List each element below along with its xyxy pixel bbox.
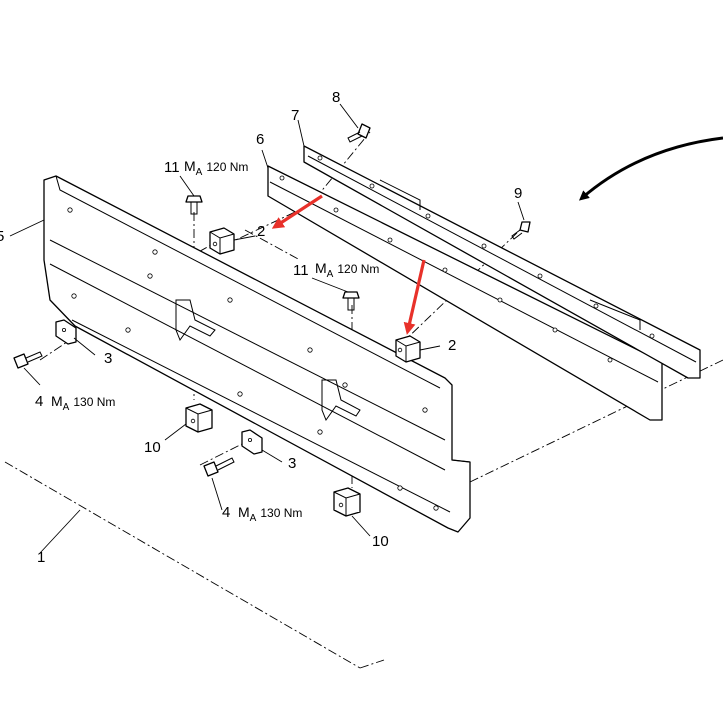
callout-3-right: 3 [288, 455, 296, 472]
callout-5: 5 [0, 228, 4, 245]
bolt-part-4-left [13, 351, 43, 369]
leader-lines [9, 103, 525, 537]
callout-1: 1 [37, 549, 45, 566]
red-arrow-icon [271, 194, 323, 229]
base-frame-outline [4, 359, 723, 669]
rear-strip-part-6 [267, 165, 663, 421]
curved-arrow-icon [578, 136, 723, 201]
callout-2-lower: 2 [448, 337, 456, 354]
callout-8: 8 [332, 89, 340, 106]
callout-10-left: 10 [144, 439, 161, 456]
main-panel-part-5 [43, 175, 471, 533]
callout-11-right: 11 [293, 262, 309, 279]
callout-6: 6 [256, 131, 264, 148]
screw-part-9 [511, 221, 531, 240]
bolt-part-11-right [342, 291, 360, 311]
screw-part-8 [347, 123, 371, 143]
spacer-block-part-10-right [333, 487, 361, 517]
callout-2-upper: 2 [257, 223, 265, 240]
callout-11-left: 11 [164, 159, 180, 176]
clamp-block-part-2-upper [209, 227, 235, 255]
callout-4-left: 4 [35, 393, 43, 410]
spacer-block-part-10-left [185, 403, 213, 433]
callout-3-left: 3 [104, 350, 112, 367]
bolt-part-4-right [203, 457, 235, 477]
rear-strip-part-7 [303, 145, 701, 379]
callout-10-right: 10 [372, 533, 389, 550]
callout-7: 7 [291, 107, 299, 124]
angle-bracket-part-3-left [55, 319, 77, 345]
callout-9: 9 [514, 185, 522, 202]
callout-4-right: 4 [222, 504, 230, 521]
red-arrow-icon [403, 259, 426, 335]
bolt-part-11-left [185, 195, 203, 215]
clamp-block-part-2-lower [395, 335, 421, 363]
angle-bracket-part-3-right [241, 429, 263, 455]
